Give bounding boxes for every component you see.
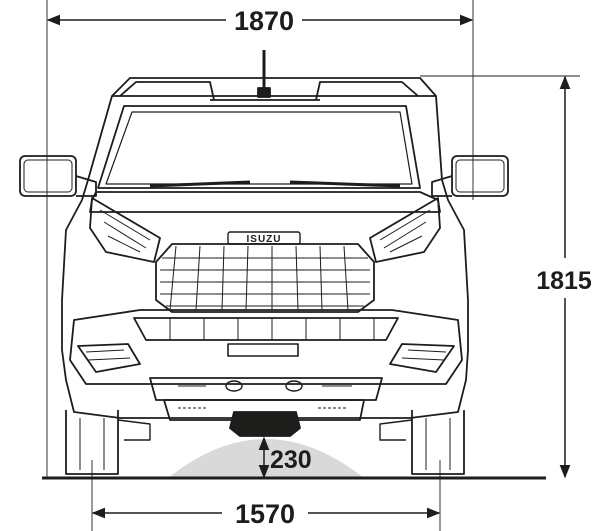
left-headlight [89,197,161,263]
track-dimension [91,460,441,531]
brand-badge: ISUZU [247,234,282,245]
height-dimension [420,75,580,479]
front-bumper [69,309,463,385]
front-grille [155,243,375,313]
suspension [117,419,413,441]
differential [229,411,301,437]
overall-height-label: 1815 [536,267,592,295]
overall-width-label: 1870 [234,6,294,36]
skid-plate [149,377,383,401]
lower-intake [133,317,399,341]
body-outline [61,95,469,419]
windshield [97,105,421,189]
left-mirror [19,155,97,197]
right-tire [411,410,465,475]
right-headlight [369,197,441,263]
license-plate-area [227,343,299,357]
track-width-label: 1570 [235,499,295,529]
ground-clearance-zone [168,439,364,478]
width-dimension [46,0,474,478]
roof-outline [111,77,437,97]
roof-rack [119,81,419,101]
underbody-frame [163,399,365,421]
wiper-blades [149,180,401,188]
ground-clearance-label: 230 [270,446,312,474]
vehicle-front-view [19,50,509,475]
hood [89,191,441,213]
right-fog-light [389,343,455,373]
left-fog-light [77,343,141,373]
right-mirror [431,155,509,197]
brand-badge-plate [227,231,301,245]
